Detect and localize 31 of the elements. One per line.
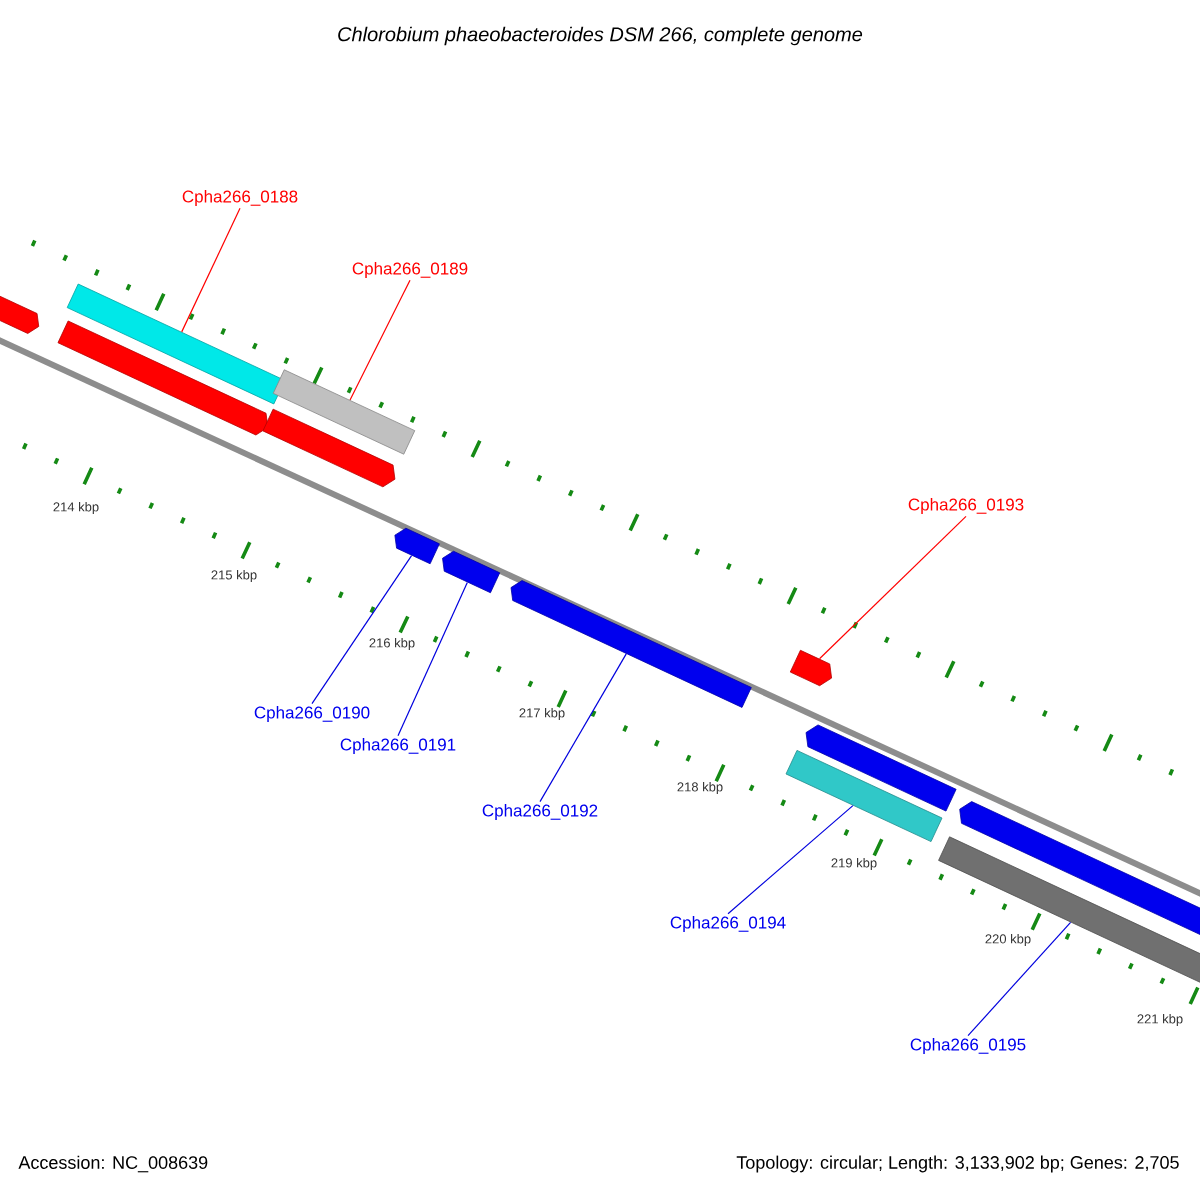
gene-label: Cpha266_0193 [908, 498, 1024, 514]
gene-bar [938, 836, 1200, 988]
gene-block [442, 550, 501, 594]
gene-label: Cpha266_0192 [482, 804, 598, 820]
gene-label: Cpha266_0195 [910, 1038, 1026, 1054]
leader-line [727, 805, 854, 915]
leader-line [311, 554, 413, 705]
gene-block [0, 294, 40, 334]
accession-text: Accession: NC_008639 [18, 1155, 208, 1173]
leader-line [967, 921, 1072, 1037]
gene-label: Cpha266_0194 [670, 916, 786, 932]
leader-line [397, 581, 468, 737]
gene-bar [785, 750, 943, 842]
gene-label: Cpha266_0189 [352, 262, 468, 278]
genome-info-text: Topology: circular; Length: 3,133,902 bp; Genes: 2,705 [736, 1155, 1179, 1173]
gene-block [789, 649, 832, 687]
gene-label: Cpha266_0190 [254, 706, 370, 722]
gene-bar [272, 369, 416, 455]
leader-line [181, 207, 241, 333]
gene-label: Cpha266_0191 [340, 738, 456, 754]
leader-line [539, 653, 627, 803]
gene-bar [66, 283, 286, 405]
gene-block [805, 724, 957, 812]
gene-block [57, 320, 269, 436]
leader-line [818, 515, 967, 660]
gene-block [510, 580, 752, 708]
leader-line [349, 279, 411, 401]
title: Chlorobium phaeobacteroides DSM 266, complete genome [338, 26, 863, 46]
gene-label: Cpha266_0188 [182, 190, 298, 206]
gene-block [394, 527, 440, 565]
gene-block [262, 408, 396, 488]
